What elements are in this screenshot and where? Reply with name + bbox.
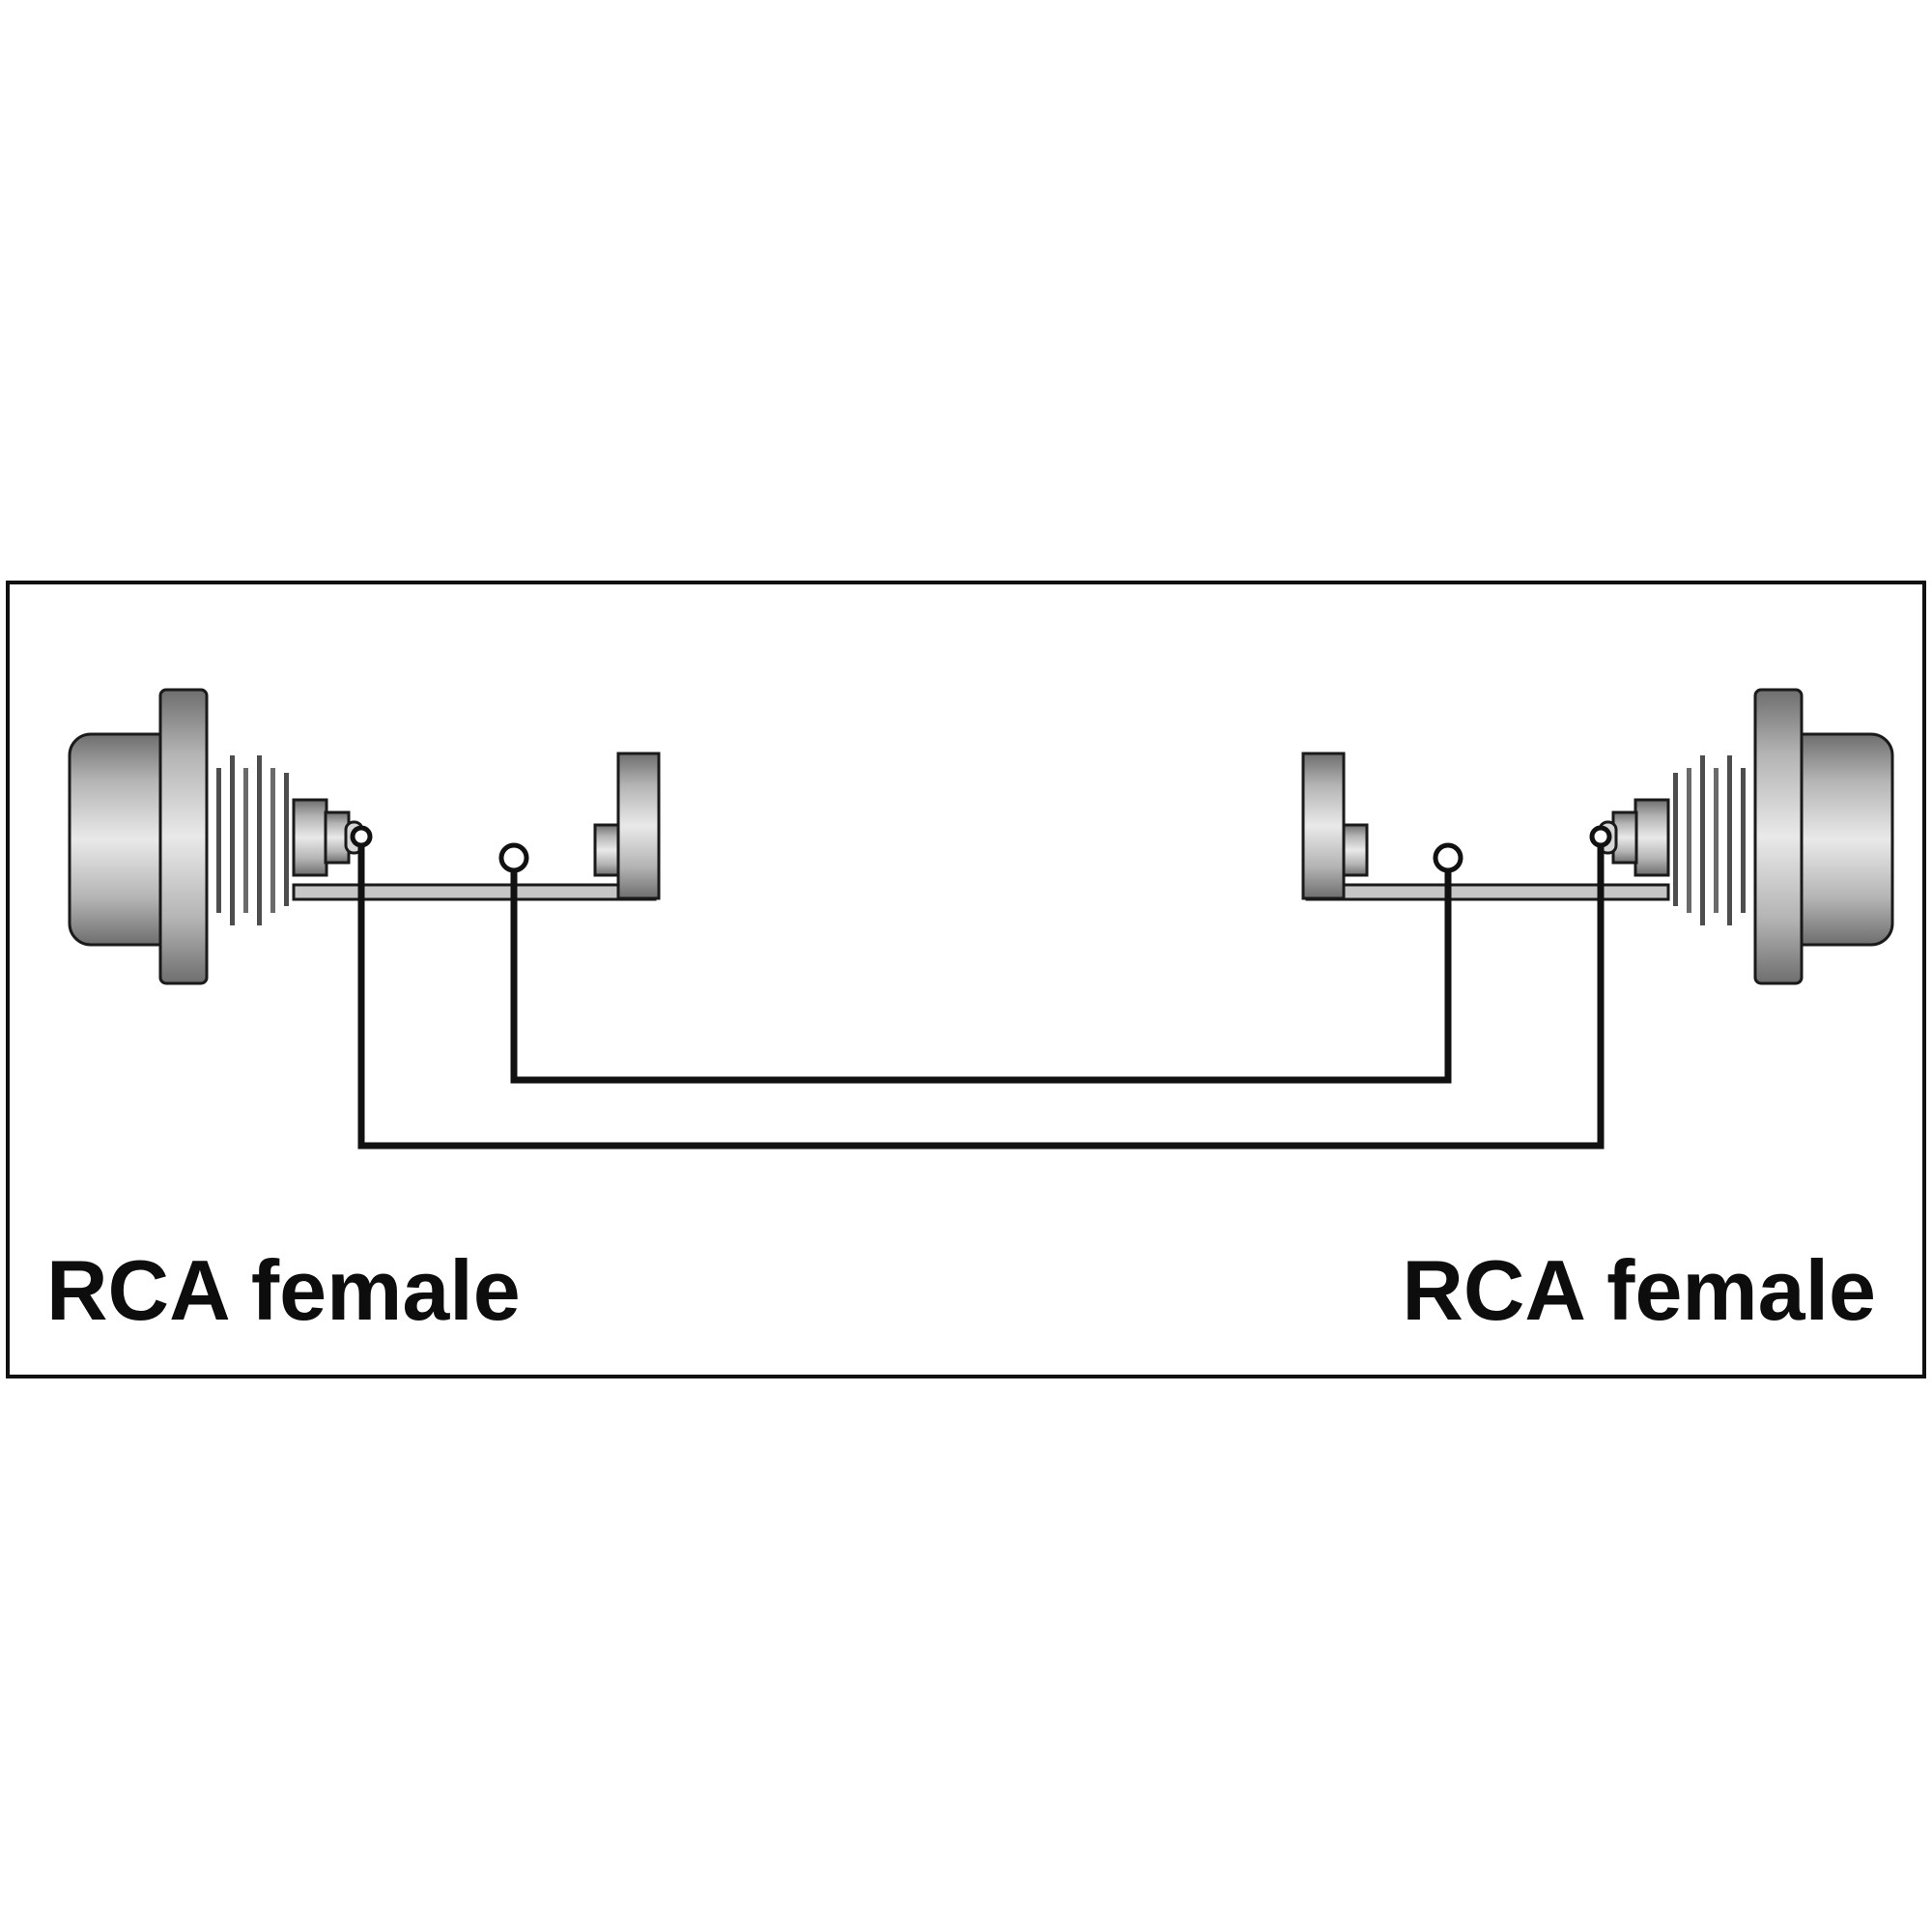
right-connector-label: RCA female (1402, 1242, 1876, 1338)
diagram-frame (6, 581, 1926, 1378)
signal-wire (357, 844, 1605, 1150)
left-connector-label: RCA female (46, 1242, 521, 1338)
ground-wire (510, 869, 1452, 1084)
